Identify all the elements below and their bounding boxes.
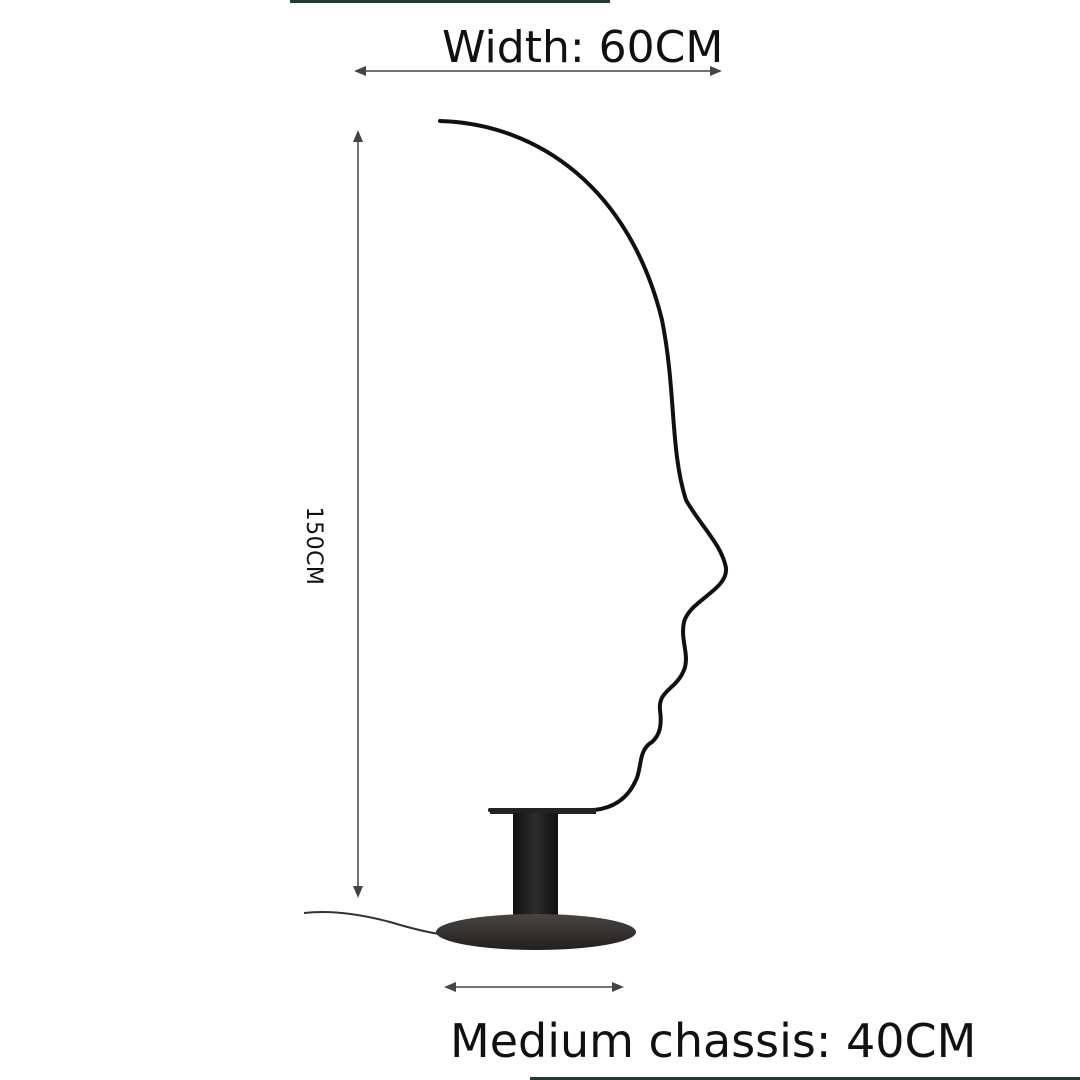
width-label: Width: 60CM <box>442 22 724 73</box>
base-arrow <box>444 982 624 992</box>
lamp-base-disc <box>436 914 636 950</box>
power-cord <box>303 911 441 935</box>
lamp-post <box>513 813 558 931</box>
top-accent-bar <box>290 0 610 3</box>
lamp-top-plate <box>490 808 596 814</box>
bottom-accent-bar <box>530 1077 1080 1080</box>
face-profile-line <box>438 119 728 812</box>
height-label: 150CM <box>301 506 326 586</box>
height-arrow <box>353 130 363 898</box>
base-label: Medium chassis: 40CM <box>450 1014 977 1068</box>
width-arrow <box>354 66 722 76</box>
